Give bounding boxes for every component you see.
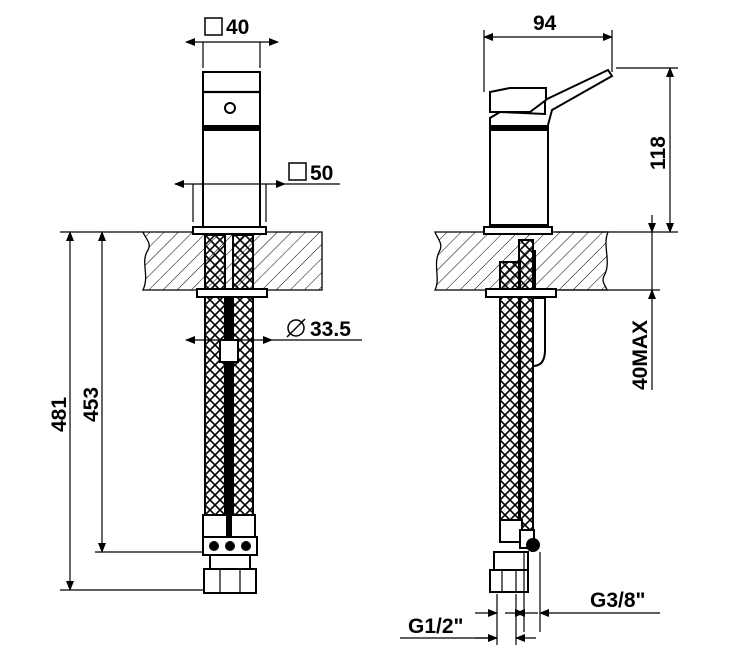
dim-height: 118 (647, 136, 670, 170)
valve-small-side (519, 529, 540, 552)
dim-body-width: 40 (226, 16, 249, 39)
mixer-body-side (489, 68, 614, 226)
base-plate-front (192, 226, 267, 235)
front-view: 40 50 33.5 481 453 (48, 16, 362, 594)
fixing-plate-side (485, 288, 557, 298)
hose-right-front (232, 234, 254, 541)
mixer-body-front (202, 71, 261, 228)
fixing-nut-front (219, 339, 239, 363)
inlet-nut-front (203, 568, 257, 594)
dim-counter-thickness: 40MAX (629, 320, 652, 390)
base-plate-side (483, 226, 553, 235)
fixing-plate-front (196, 288, 268, 298)
hose-left-front (204, 234, 226, 541)
connector-block-front (202, 536, 258, 556)
dim-total-length: 481 (48, 397, 71, 432)
square-symbol (288, 162, 307, 181)
dim-depth: 94 (533, 12, 557, 35)
lever-handle (489, 87, 547, 113)
inlet-nut-side (489, 569, 529, 593)
fitting-side (499, 519, 523, 543)
side-view: 94 118 40MAX G3/8" G1/2" (400, 12, 678, 645)
valve-end-side (532, 297, 546, 368)
hose-fitting-left (202, 514, 228, 538)
diameter-symbol (286, 318, 306, 338)
dim-inlet-thread-right: G3/8" (590, 589, 645, 612)
threaded-rod-front (225, 295, 233, 565)
dim-inlet-thread-left: G1/2" (408, 615, 463, 638)
square-symbol (204, 17, 223, 36)
dim-base-width: 50 (310, 162, 333, 185)
hose-fitting-right (230, 514, 256, 538)
dim-connection-diameter: 33.5 (310, 318, 351, 341)
hose-main-side (499, 261, 521, 543)
indicator-dot (224, 102, 236, 114)
dim-hose-length: 453 (80, 387, 103, 422)
hose-secondary-side (518, 239, 534, 533)
